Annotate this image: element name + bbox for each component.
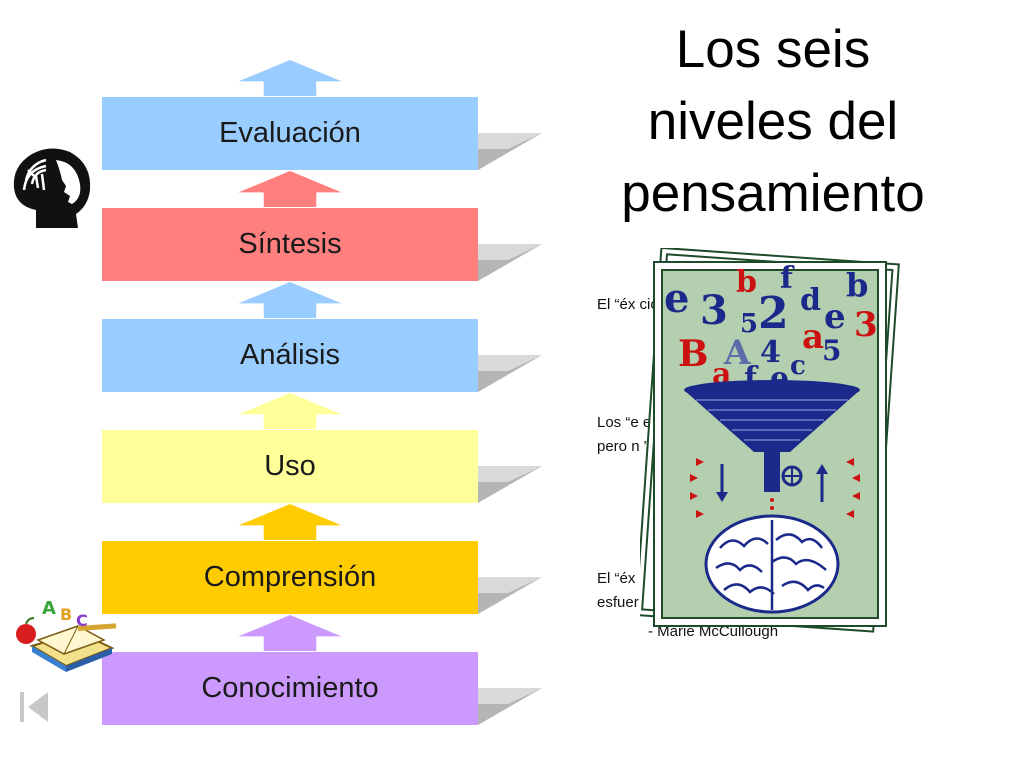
level-arrow-up: [238, 393, 342, 429]
level-arrow-up: [238, 282, 342, 318]
svg-text:5: 5: [740, 309, 758, 339]
quote-2-line-2: pero n ”: [597, 438, 649, 455]
level-arrow-up: [238, 171, 342, 207]
head-thinking-icon: [13, 148, 91, 228]
svg-text:d: d: [800, 283, 821, 318]
level-label: Síntesis: [102, 208, 478, 281]
level-label: Uso: [102, 430, 478, 503]
svg-text:3: 3: [700, 287, 728, 334]
svg-text:C: C: [76, 611, 88, 630]
level-arrow-up: [238, 615, 342, 651]
svg-text:A: A: [723, 333, 751, 373]
svg-text:3: 3: [854, 305, 878, 345]
level-3: Análisis: [102, 319, 542, 392]
level-shadow: [478, 466, 542, 503]
level-2: Síntesis: [102, 208, 542, 281]
svg-text:e: e: [824, 297, 846, 337]
level-shadow: [478, 688, 542, 725]
level-label: Comprensión: [102, 541, 478, 614]
level-4: Uso: [102, 430, 542, 503]
svg-text:A: A: [42, 598, 56, 619]
svg-text:f: f: [780, 261, 795, 296]
level-arrow-up: [238, 60, 342, 96]
svg-text:b: b: [846, 266, 868, 304]
level-shadow: [478, 133, 542, 170]
nav-first-slide-button[interactable]: [18, 690, 52, 724]
svg-text:B: B: [678, 333, 708, 375]
svg-text:B: B: [60, 605, 72, 624]
funnel-brain-illustration: b f b e 3 2 d e 3 a 5 A B 4 c 5 a f e: [640, 248, 900, 633]
svg-text:2: 2: [758, 288, 789, 339]
svg-text:b: b: [736, 265, 757, 300]
level-1: Evaluación: [102, 97, 542, 170]
level-6: Conocimiento: [102, 652, 542, 725]
svg-text:4: 4: [760, 335, 781, 370]
svg-text:a: a: [802, 317, 824, 357]
svg-text:5: 5: [822, 334, 841, 367]
level-shadow: [478, 355, 542, 392]
level-label: Análisis: [102, 319, 478, 392]
svg-text:c: c: [790, 351, 806, 381]
level-shadow: [478, 244, 542, 281]
slide-title: Los seis niveles del pensamiento: [621, 20, 925, 223]
quote-3-line-1: El “éx: [597, 570, 636, 587]
level-5: Comprensión: [102, 541, 542, 614]
level-arrow-up: [238, 504, 342, 540]
quote-3-author: - Marie McCullough: [648, 623, 779, 640]
svg-text:e: e: [664, 275, 689, 322]
level-label: Conocimiento: [102, 652, 478, 725]
level-label: Evaluación: [102, 97, 478, 170]
abc-books-icon: A B C: [16, 598, 117, 672]
level-shadow: [478, 577, 542, 614]
quote-3-line-2: esfuer: [597, 594, 639, 611]
